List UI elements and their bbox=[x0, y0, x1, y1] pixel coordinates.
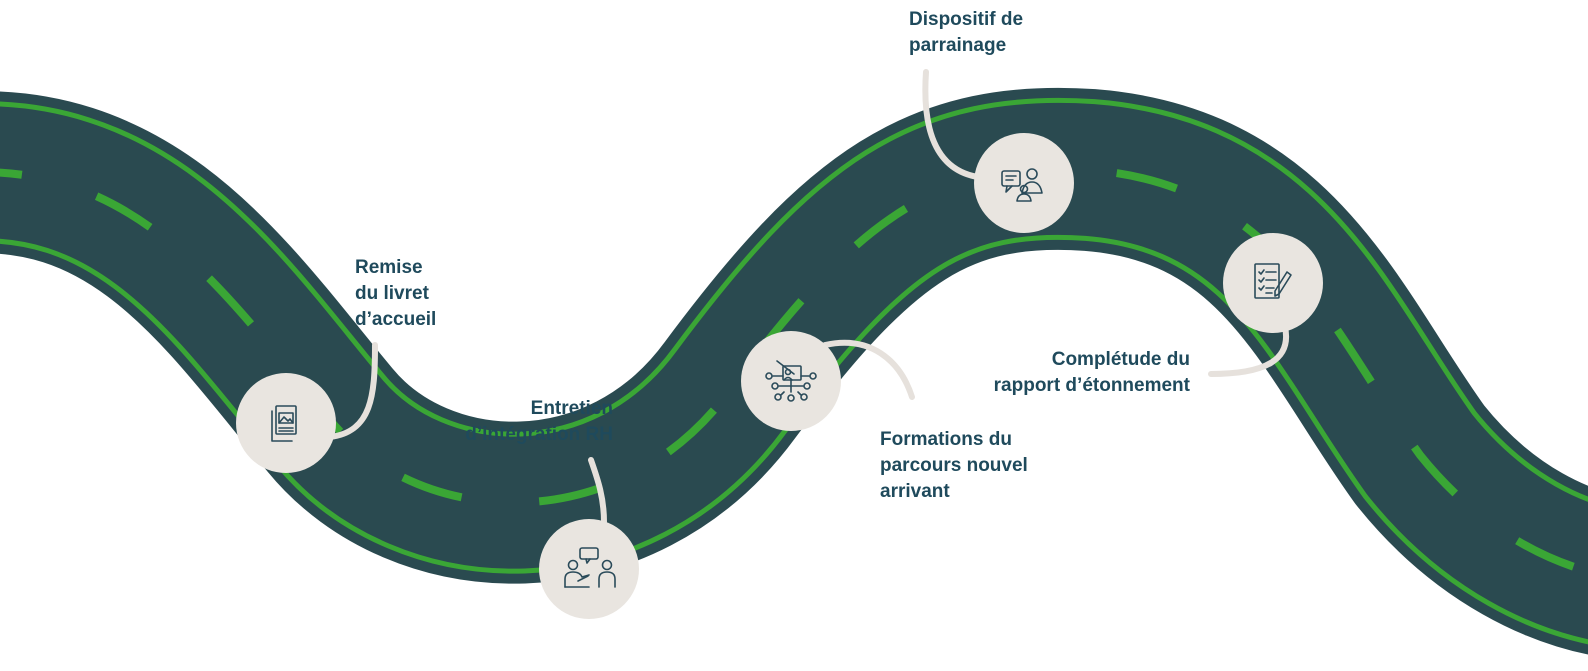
connector-stop-1 bbox=[327, 342, 378, 440]
stop-2-label-line-2: d’intégration RH bbox=[465, 424, 613, 445]
booklet-icon bbox=[271, 405, 297, 442]
stop-4-label: Dispositif de parrainage bbox=[909, 7, 1023, 59]
stop-1-label-line-2: du livret bbox=[355, 283, 429, 304]
stop-3-marker bbox=[741, 331, 841, 431]
stop-1-marker bbox=[236, 373, 336, 473]
training-network-icon bbox=[765, 360, 817, 402]
connector-stop-2 bbox=[588, 457, 607, 525]
stop-4-marker bbox=[974, 133, 1074, 233]
stop-5-label: Complétude du rapport d’étonnement bbox=[930, 347, 1190, 399]
stop-5-label-line-2: rapport d’étonnement bbox=[993, 375, 1190, 396]
stop-2-marker bbox=[539, 519, 639, 619]
report-checklist-icon bbox=[1254, 263, 1292, 299]
stop-4-label-line-2: parrainage bbox=[909, 35, 1007, 56]
stop-2-label: Entretien d’intégration RH bbox=[405, 396, 613, 448]
stop-1-label-line-1: Remise bbox=[355, 257, 423, 278]
stop-5-label-line-1: Complétude du bbox=[1051, 349, 1190, 370]
stop-1-label: Remise du livret d’accueil bbox=[355, 255, 436, 333]
connector-stop-5 bbox=[1208, 324, 1290, 377]
stop-1-label-line-3: d’accueil bbox=[355, 309, 437, 330]
stop-3-label-line-1: Formations du bbox=[880, 429, 1012, 450]
stop-3-label: Formations du parcours nouvel arrivant bbox=[880, 427, 1028, 505]
conversation-icon bbox=[564, 547, 616, 588]
stop-5-marker bbox=[1223, 233, 1323, 333]
connector-stop-4 bbox=[922, 69, 981, 180]
connector-stop-3 bbox=[822, 339, 915, 400]
stop-4-label-line-1: Dispositif de bbox=[909, 9, 1024, 30]
stop-3-label-line-2: parcours nouvel bbox=[880, 455, 1028, 476]
stop-2-label-line-1: Entretien bbox=[530, 398, 613, 419]
mentoring-icon bbox=[1001, 168, 1043, 202]
stop-3-label-line-3: arrivant bbox=[880, 481, 950, 502]
